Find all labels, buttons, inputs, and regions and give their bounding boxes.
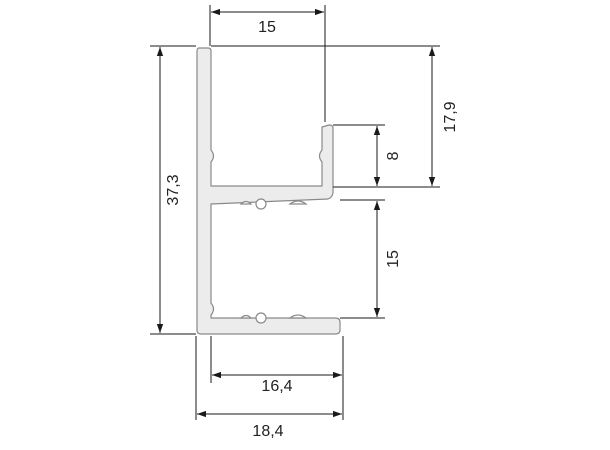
profile-outline bbox=[196, 47, 341, 335]
profile-section bbox=[196, 47, 341, 335]
label-lower-opening: 15 bbox=[385, 250, 402, 268]
dimension-labels: 15 37,3 17,9 8 15 16,4 18,4 bbox=[165, 19, 459, 440]
label-right-height: 17,9 bbox=[442, 101, 459, 132]
label-inner-width: 16,4 bbox=[261, 378, 292, 395]
slot-upper-right bbox=[288, 200, 308, 205]
label-lip-height: 8 bbox=[385, 151, 402, 160]
slot-lower-center bbox=[255, 312, 267, 324]
slot-upper-center bbox=[255, 198, 267, 210]
label-outer-width: 18,4 bbox=[252, 423, 283, 440]
slot-upper-left bbox=[239, 200, 253, 205]
extension-lines bbox=[150, 5, 440, 420]
label-total-height: 37,3 bbox=[165, 174, 182, 205]
label-top-width: 15 bbox=[258, 19, 276, 36]
slot-lower-right bbox=[288, 314, 308, 319]
slot-lower-left bbox=[239, 314, 253, 319]
dimension-lines bbox=[156, 8, 436, 418]
